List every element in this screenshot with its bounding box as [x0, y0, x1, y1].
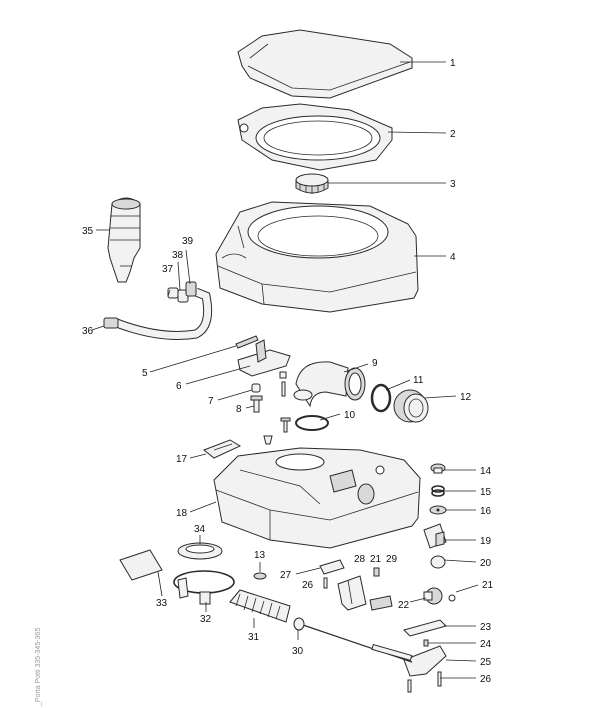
part-29-block	[369, 595, 393, 611]
part-13-plug	[253, 572, 267, 580]
part-15-spring-washer	[431, 485, 445, 497]
callout-26-right: 26	[480, 674, 492, 685]
callout-21-upper: 21	[370, 554, 382, 565]
callout-28: 28	[354, 554, 366, 565]
part-32-valve-ring	[173, 570, 235, 605]
part-16-washer	[429, 505, 447, 515]
part-23-slide-guide	[403, 619, 447, 637]
part-24-pin	[423, 639, 429, 647]
part-18-lower-tank	[213, 447, 421, 549]
callout-6: 6	[176, 381, 182, 392]
part-37-hose-clamp	[167, 287, 179, 299]
part-36-hose	[103, 287, 213, 340]
part-19-housing	[423, 523, 447, 549]
part-34-gasket	[177, 542, 223, 560]
callout-22: 22	[398, 600, 410, 611]
callout-18: 18	[176, 508, 188, 519]
callout-12: 12	[460, 392, 472, 403]
callout-35: 35	[82, 226, 94, 237]
part-7-pin	[251, 383, 261, 393]
callout-38: 38	[172, 250, 184, 261]
part-28-lever	[337, 575, 367, 611]
callout-36: 36	[82, 326, 94, 337]
part-9-elbow-pipe	[293, 361, 366, 408]
part-17-cover-plate	[203, 439, 242, 459]
callout-27: 27	[280, 570, 292, 581]
part-39-connector	[185, 281, 197, 297]
callout-labels: 1 2 3 4 5 6 7 8 9 10 11 12 13 14 15 16 1…	[82, 58, 494, 685]
callout-26-left: 26	[302, 580, 314, 591]
callout-4: 4	[450, 252, 456, 263]
part-22-knob	[423, 587, 443, 605]
part-21-small-screw	[373, 567, 456, 602]
part-35-bellows-pump	[107, 197, 141, 283]
part-30-seal	[293, 617, 305, 631]
callout-25: 25	[480, 657, 492, 668]
part-25-slide-bracket	[299, 623, 447, 677]
part-33-blade	[119, 549, 163, 581]
part-26-screw	[323, 577, 442, 693]
callout-24: 24	[480, 639, 492, 650]
callout-37: 37	[162, 264, 174, 275]
callout-21-lower: 21	[482, 580, 494, 591]
small-fasteners	[263, 371, 291, 445]
part-3-cap	[295, 173, 329, 194]
callout-15: 15	[480, 487, 492, 498]
callout-8: 8	[236, 404, 242, 415]
callout-9: 9	[372, 358, 378, 369]
callout-31: 31	[248, 632, 260, 643]
callout-19: 19	[480, 536, 492, 547]
side-caption: _Porta Potti 335-345-365	[35, 628, 42, 707]
part-11-ring-seal	[370, 383, 392, 413]
part-6-valve-handle	[237, 339, 291, 377]
callout-16: 16	[480, 506, 492, 517]
callout-10: 10	[344, 410, 356, 421]
callout-14: 14	[480, 466, 492, 477]
callout-5: 5	[142, 368, 148, 379]
part-4-upper-tank	[215, 201, 419, 313]
callout-34: 34	[194, 524, 206, 535]
callout-23: 23	[480, 622, 492, 633]
callout-11: 11	[413, 375, 424, 386]
callout-13: 13	[254, 550, 266, 561]
callout-20: 20	[480, 558, 492, 569]
part-12-drain-cap	[393, 389, 429, 423]
callout-1: 1	[450, 58, 456, 69]
part-31-spring	[229, 589, 291, 623]
part-10-o-ring	[295, 415, 329, 431]
part-20-plug	[430, 555, 446, 569]
callout-30: 30	[292, 646, 304, 657]
leader-lines	[91, 61, 479, 679]
part-1-lid	[237, 29, 413, 99]
callout-32: 32	[200, 614, 212, 625]
callout-33: 33	[156, 598, 168, 609]
callout-17: 17	[176, 454, 188, 465]
callout-7: 7	[208, 396, 214, 407]
part-14-knob	[430, 463, 446, 474]
callout-29: 29	[386, 554, 398, 565]
callout-39: 39	[182, 236, 194, 247]
callout-2: 2	[450, 129, 456, 140]
callout-3: 3	[450, 179, 456, 190]
part-2-seat	[237, 103, 393, 171]
part-5-screw	[235, 335, 259, 349]
part-8-bolt	[250, 395, 263, 413]
part-27-bracket	[319, 559, 345, 575]
